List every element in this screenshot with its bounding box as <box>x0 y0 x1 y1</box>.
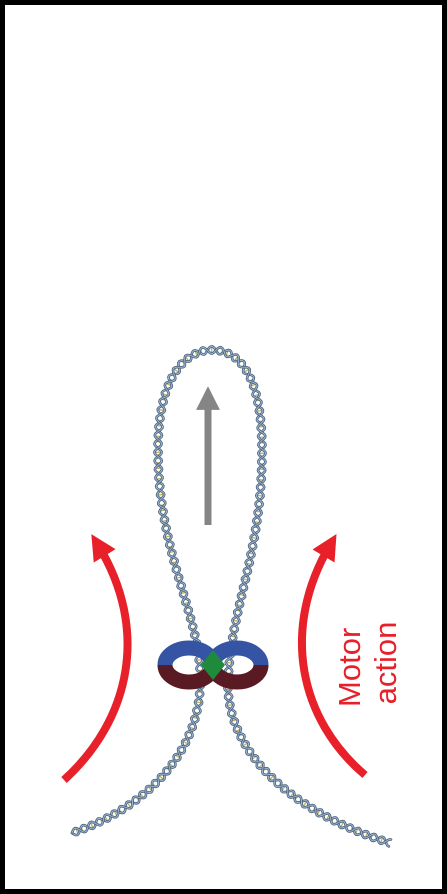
label-line-2: action <box>368 622 403 705</box>
motor-action-label: Motor action <box>332 619 403 707</box>
motor-complex-icon <box>157 640 269 690</box>
label-line-1: Motor <box>332 628 367 707</box>
motor-arrow-right <box>298 533 368 779</box>
dna-strand-2-highlight <box>71 346 392 845</box>
hinge-icon <box>201 650 225 680</box>
motor-arrow-left <box>61 534 132 783</box>
